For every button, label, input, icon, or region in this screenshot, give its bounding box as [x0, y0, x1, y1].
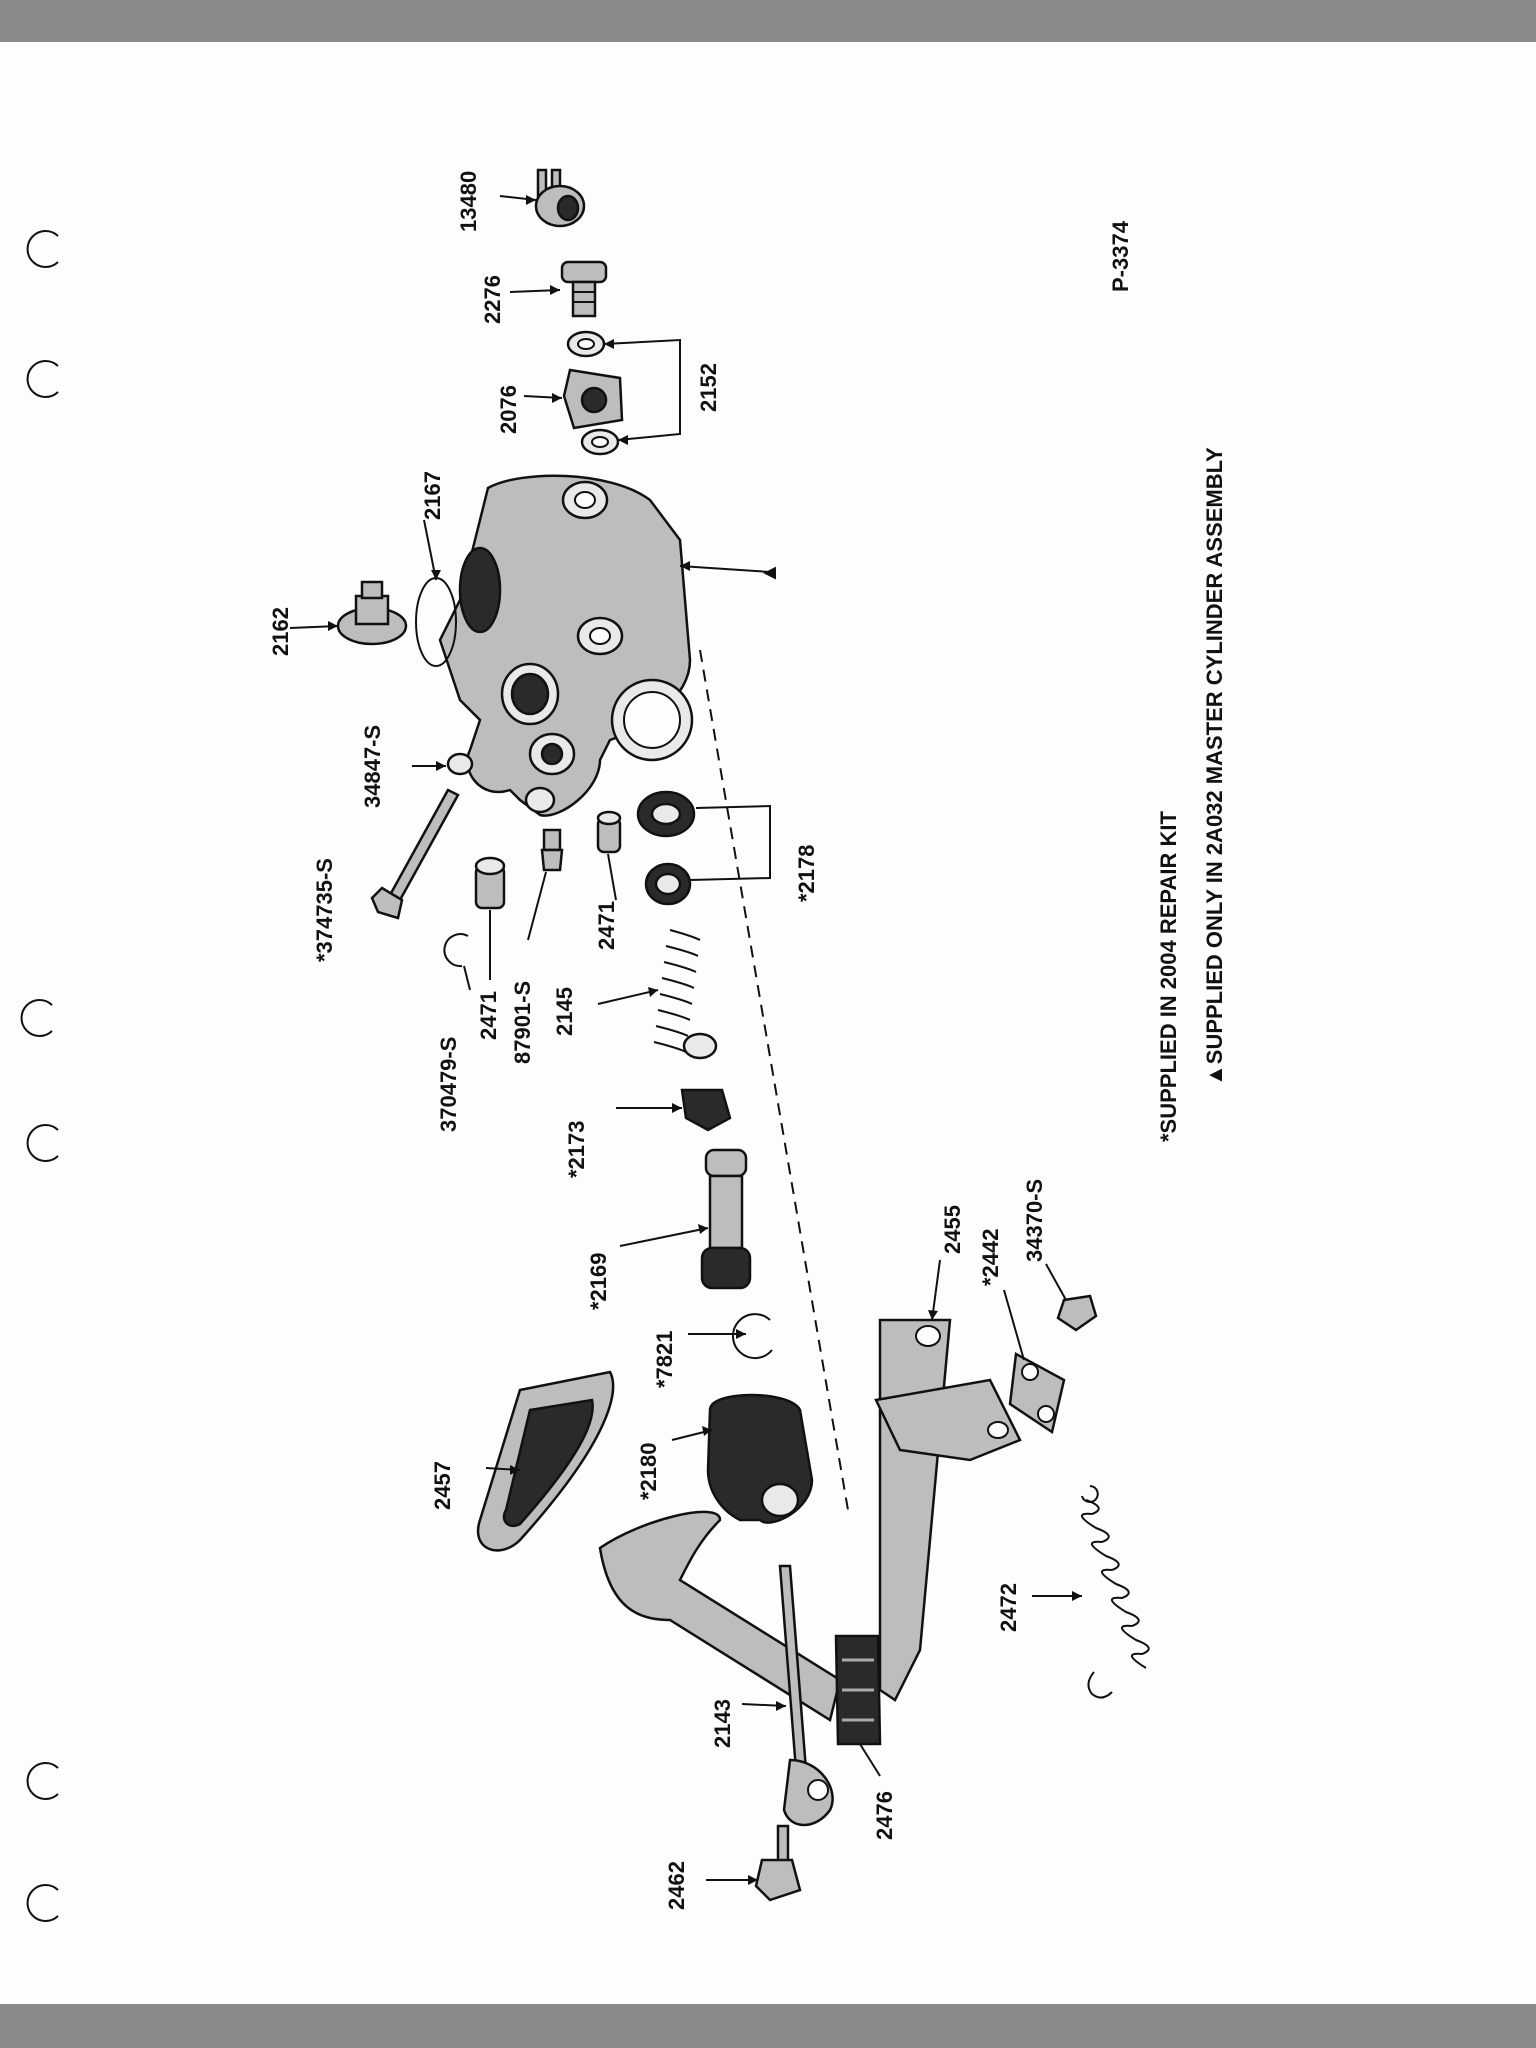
label-2162: 2162 [268, 607, 293, 656]
label-13480: 13480 [456, 171, 481, 232]
part-2462-bolt [754, 1824, 802, 1902]
part-2076-fitting [562, 368, 624, 430]
label-triangle-marker: ▲ [756, 562, 781, 584]
part-13480-switch [534, 168, 586, 228]
label-2178: *2178 [794, 844, 819, 902]
part-2169-piston [700, 1148, 752, 1290]
label-2152: 2152 [696, 363, 721, 412]
note-repair-kit: *SUPPLIED IN 2004 REPAIR KIT [1156, 811, 1181, 1142]
part-2442-link [1008, 1352, 1066, 1435]
part-2162-filler-cap [336, 580, 408, 646]
label-2455: 2455 [940, 1205, 965, 1254]
label-7821: *7821 [652, 1330, 677, 1388]
part-master-cylinder-body [438, 474, 694, 817]
part-2471-bushing-left [474, 856, 506, 910]
label-2442: *2442 [978, 1228, 1003, 1286]
label-2167: 2167 [420, 471, 445, 520]
part-2173-cup [680, 1088, 732, 1132]
binder-hole-2 [26, 360, 59, 398]
label-2476: 2476 [872, 1791, 897, 1840]
part-2471-bushing-right [596, 810, 622, 854]
part-34847s-washer [446, 752, 474, 776]
alignment-dashed-line [699, 649, 849, 1511]
arrowheads [328, 195, 1082, 1885]
binder-hole-5 [26, 1762, 59, 1800]
exploded-parts-diagram: 13480 2276 2152 2076 2167 2162 ▲ 34847-S… [20, 168, 1227, 1922]
binder-hole-3 [20, 999, 53, 1037]
part-pedal-arm [598, 1510, 842, 1722]
binder-hole-6 [26, 1884, 59, 1922]
label-2471-left: 2471 [476, 991, 501, 1040]
label-2145: 2145 [552, 987, 577, 1036]
part-2476-pad [834, 1634, 882, 1746]
note-master-cylinder: ▲SUPPLIED ONLY IN 2A032 MASTER CYLINDER … [1202, 447, 1227, 1086]
label-2471-right: 2471 [594, 901, 619, 950]
part-34370s-nut [1056, 1294, 1098, 1332]
part-2457-pedal-pad [476, 1370, 615, 1552]
part-labels: 13480 2276 2152 2076 2167 2162 ▲ 34847-S… [268, 171, 1047, 1910]
viewer-bottom-bar [0, 2004, 1536, 2048]
label-34370s: 34370-S [1022, 1179, 1047, 1262]
viewer-top-bar [0, 0, 1536, 42]
part-370479s-snap-ring [443, 933, 469, 968]
binder-hole-4 [26, 1124, 59, 1162]
part-7821-snap-ring [731, 1313, 773, 1360]
label-2143: 2143 [710, 1699, 735, 1748]
part-2143-push-rod [778, 1564, 834, 1827]
part-2276-bolt [560, 260, 608, 318]
figure-id: P-3374 [1108, 220, 1133, 292]
label-2276: 2276 [480, 275, 505, 324]
label-2180: *2180 [636, 1442, 661, 1500]
label-34847s: 34847-S [360, 725, 385, 808]
label-374735s: *374735-S [312, 858, 337, 962]
part-2180-boot [706, 1393, 814, 1524]
label-2169: *2169 [586, 1252, 611, 1310]
label-2173: *2173 [564, 1120, 589, 1178]
part-87901s-fitting [540, 828, 564, 872]
document-page: 13480 2276 2152 2076 2167 2162 ▲ 34847-S… [0, 42, 1536, 2004]
binder-holes [20, 230, 59, 1922]
part-374735s-bolt [370, 788, 460, 920]
part-2455-bracket [874, 1318, 1022, 1702]
label-87901s: 87901-S [510, 981, 535, 1064]
label-2076: 2076 [496, 385, 521, 434]
label-2457: 2457 [430, 1461, 455, 1510]
part-2472-spring [1081, 1485, 1150, 1699]
label-2462: 2462 [664, 1861, 689, 1910]
label-370479s: 370479-S [436, 1037, 461, 1132]
binder-hole-1 [26, 230, 59, 268]
label-2472: 2472 [996, 1583, 1021, 1632]
part-2145-spring [653, 929, 718, 1060]
